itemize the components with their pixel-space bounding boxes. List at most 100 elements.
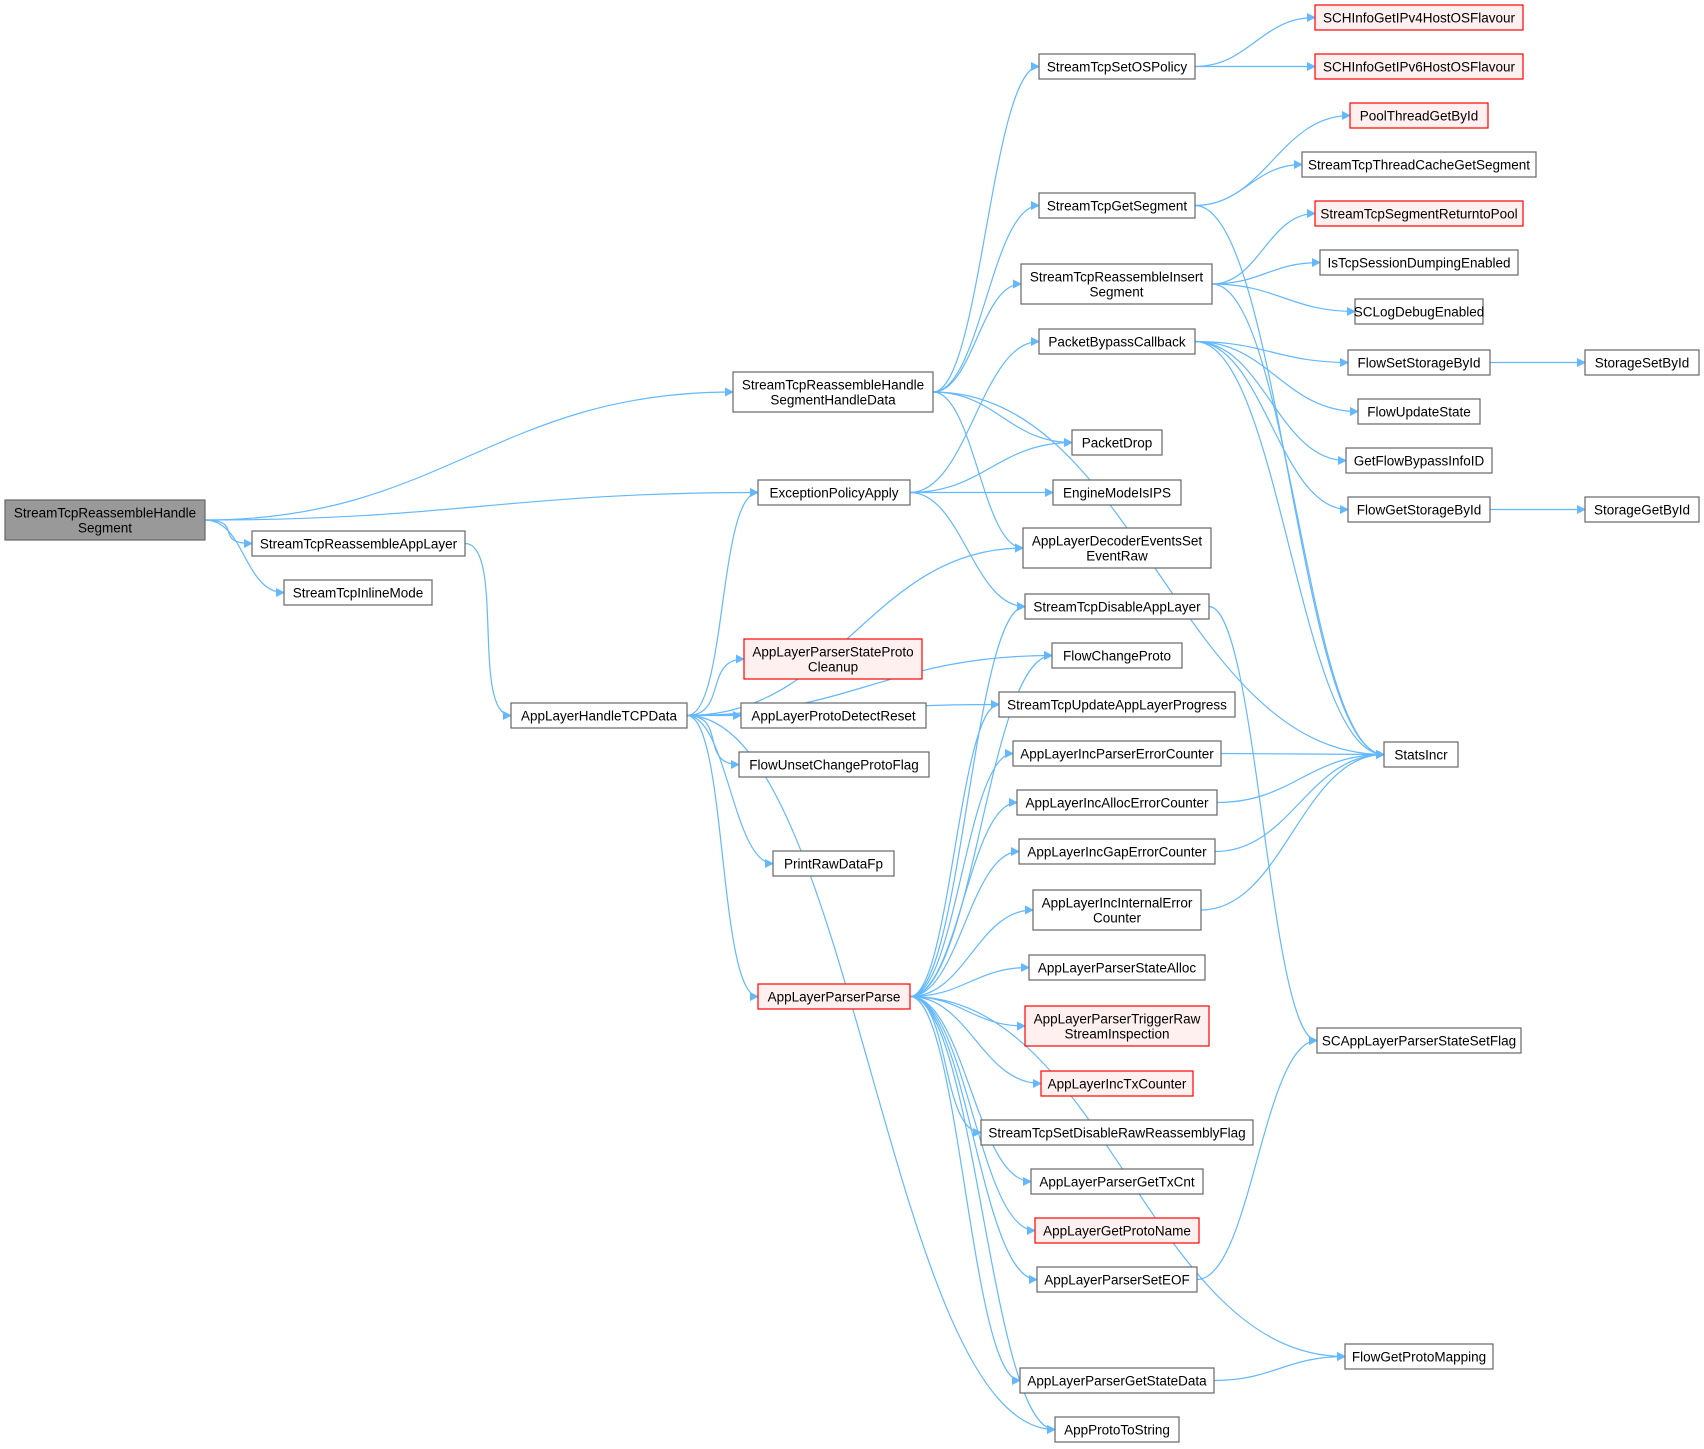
node-box[interactable] xyxy=(1034,1217,1200,1244)
node-storageSet[interactable]: StorageSetById xyxy=(1584,349,1700,376)
node-box[interactable] xyxy=(1038,328,1196,355)
node-box[interactable] xyxy=(1038,53,1196,80)
node-logDebug[interactable]: SCLogDebugEnabled xyxy=(1354,298,1485,325)
node-box[interactable] xyxy=(732,371,934,413)
node-updateProgress[interactable]: StreamTcpUpdateAppLayerProgress xyxy=(998,691,1236,718)
node-box[interactable] xyxy=(1584,349,1700,376)
node-box[interactable] xyxy=(1028,954,1206,981)
node-box[interactable] xyxy=(998,691,1236,718)
node-flowChangeProto[interactable]: FlowChangeProto xyxy=(1051,642,1183,669)
node-incAllocErr[interactable]: AppLayerIncAllocErrorCounter xyxy=(1016,789,1218,816)
node-box[interactable] xyxy=(772,850,895,877)
node-appProtoToString[interactable]: AppProtoToString xyxy=(1054,1416,1180,1443)
node-box[interactable] xyxy=(1040,1070,1194,1097)
node-parserParse[interactable]: AppLayerParserParse xyxy=(757,983,911,1010)
node-box[interactable] xyxy=(1019,1367,1215,1394)
node-box[interactable] xyxy=(510,702,688,729)
node-dumpingEnabled[interactable]: IsTcpSessionDumpingEnabled xyxy=(1319,249,1519,276)
node-box[interactable] xyxy=(1051,642,1183,669)
node-box[interactable] xyxy=(1347,349,1491,376)
node-getSegment[interactable]: StreamTcpGetSegment xyxy=(1038,192,1196,219)
node-segReturn[interactable]: StreamTcpSegmentReturntoPool xyxy=(1314,200,1524,227)
node-flowGetStorage[interactable]: FlowGetStorageById xyxy=(1347,496,1491,523)
node-packetDrop[interactable]: PacketDrop xyxy=(1071,429,1163,456)
node-incTx[interactable]: AppLayerIncTxCounter xyxy=(1040,1070,1194,1097)
node-box[interactable] xyxy=(283,579,433,606)
node-box[interactable] xyxy=(738,751,930,778)
node-setOSPolicy[interactable]: StreamTcpSetOSPolicy xyxy=(1038,53,1196,80)
node-box[interactable] xyxy=(1345,447,1493,474)
node-box[interactable] xyxy=(1314,4,1524,31)
node-box[interactable] xyxy=(1036,1266,1198,1293)
node-box[interactable] xyxy=(743,638,923,680)
node-box[interactable] xyxy=(1022,527,1212,569)
node-setEOF[interactable]: AppLayerParserSetEOF xyxy=(1036,1266,1198,1293)
node-box[interactable] xyxy=(1052,479,1182,506)
node-box[interactable] xyxy=(1030,1168,1204,1195)
node-box[interactable] xyxy=(1344,1343,1494,1370)
node-engineIPS[interactable]: EngineModeIsIPS xyxy=(1052,479,1182,506)
node-box[interactable] xyxy=(1024,593,1210,620)
node-flowUpdateState[interactable]: FlowUpdateState xyxy=(1357,398,1481,425)
node-box[interactable] xyxy=(1020,263,1213,305)
node-box[interactable] xyxy=(1024,1005,1210,1047)
node-box[interactable] xyxy=(1584,496,1700,523)
node-box[interactable] xyxy=(1018,838,1216,865)
node-getBypassInfo[interactable]: GetFlowBypassInfoID xyxy=(1345,447,1493,474)
node-box[interactable] xyxy=(1314,53,1524,80)
node-disableRawReasm[interactable]: StreamTcpSetDisableRawReassemblyFlag xyxy=(980,1119,1254,1146)
node-box[interactable] xyxy=(1357,398,1481,425)
node-box[interactable] xyxy=(740,702,927,729)
node-box[interactable] xyxy=(1054,1416,1180,1443)
node-ipv6Flavour[interactable]: SCHInfoGetIPv6HostOSFlavour xyxy=(1314,53,1524,80)
node-box[interactable] xyxy=(1383,741,1459,768)
node-box[interactable] xyxy=(1071,429,1163,456)
node-statsIncr[interactable]: StatsIncr xyxy=(1383,741,1459,768)
node-incParserErr[interactable]: AppLayerIncParserErrorCounter xyxy=(1012,740,1222,767)
node-parserStateAlloc[interactable]: AppLayerParserStateAlloc xyxy=(1028,954,1206,981)
node-incGapErr[interactable]: AppLayerIncGapErrorCounter xyxy=(1018,838,1216,865)
node-box[interactable] xyxy=(1354,298,1484,325)
node-box[interactable] xyxy=(757,479,911,506)
node-disableAppLayer[interactable]: StreamTcpDisableAppLayer xyxy=(1024,593,1210,620)
node-ipv4Flavour[interactable]: SCHInfoGetIPv4HostOSFlavour xyxy=(1314,4,1524,31)
node-flowGetProtoMap[interactable]: FlowGetProtoMapping xyxy=(1344,1343,1494,1370)
node-box[interactable] xyxy=(1301,151,1537,178)
node-getTxCnt[interactable]: AppLayerParserGetTxCnt xyxy=(1030,1168,1204,1195)
node-box[interactable] xyxy=(980,1119,1254,1146)
node-box[interactable] xyxy=(251,530,466,557)
node-box[interactable] xyxy=(1319,249,1519,276)
node-appLayer[interactable]: StreamTcpReassembleAppLayer xyxy=(251,530,466,557)
node-box[interactable] xyxy=(1347,496,1491,523)
node-handleTCPData[interactable]: AppLayerHandleTCPData xyxy=(510,702,688,729)
node-storageGet[interactable]: StorageGetById xyxy=(1584,496,1700,523)
node-box[interactable] xyxy=(1038,192,1196,219)
node-flowUnsetChange[interactable]: FlowUnsetChangeProtoFlag xyxy=(738,751,930,778)
node-box[interactable] xyxy=(1012,740,1222,767)
node-box[interactable] xyxy=(1016,789,1218,816)
node-box[interactable] xyxy=(1349,102,1489,129)
node-getProtoName[interactable]: AppLayerGetProtoName xyxy=(1034,1217,1200,1244)
node-box[interactable] xyxy=(1032,889,1202,931)
node-protoDetectReset[interactable]: AppLayerProtoDetectReset xyxy=(740,702,927,729)
node-getStateData[interactable]: AppLayerParserGetStateData xyxy=(1019,1367,1215,1394)
node-poolThreadGet[interactable]: PoolThreadGetById xyxy=(1349,102,1489,129)
node-box[interactable] xyxy=(757,983,911,1010)
node-exceptionPolicy[interactable]: ExceptionPolicyApply xyxy=(757,479,911,506)
node-flowSetStorage[interactable]: FlowSetStorageById xyxy=(1347,349,1491,376)
node-inlineMode[interactable]: StreamTcpInlineMode xyxy=(283,579,433,606)
node-setFlag[interactable]: SCAppLayerParserStateSetFlag xyxy=(1316,1027,1522,1054)
node-threadCacheGet[interactable]: StreamTcpThreadCacheGetSegment xyxy=(1301,151,1537,178)
node-box[interactable] xyxy=(1314,200,1524,227)
node-box[interactable] xyxy=(4,499,206,541)
node-box[interactable] xyxy=(1316,1027,1522,1054)
node-printRaw[interactable]: PrintRawDataFp xyxy=(772,850,895,877)
node-packetBypass[interactable]: PacketBypassCallback xyxy=(1038,328,1196,355)
